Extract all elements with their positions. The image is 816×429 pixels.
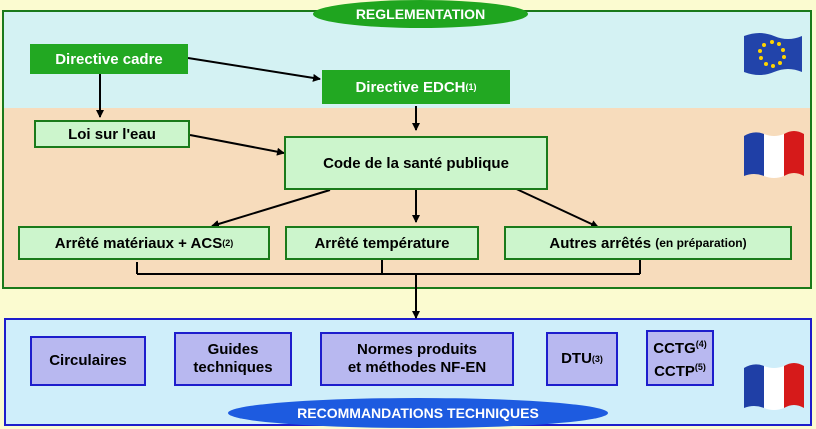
guides-label-line2: techniques: [193, 359, 273, 376]
guides-label-line1: Guides: [207, 341, 259, 358]
code-sante-label: Code de la santé publique: [323, 154, 509, 172]
directive-edch-note: (1): [465, 82, 477, 92]
arrete-materiaux-label: Arrêté matériaux + ACS: [54, 234, 223, 252]
circulaires-label: Circulaires: [49, 352, 127, 369]
regulation-title: REGLEMENTATION: [313, 0, 528, 28]
cctg-note: (4): [695, 339, 707, 349]
france-flag-icon: [742, 360, 806, 412]
circulaires-box: Circulaires: [30, 336, 146, 386]
autres-arretes-note: (en préparation): [655, 236, 747, 250]
directive-cadre-box: Directive cadre: [30, 44, 188, 74]
autres-arretes-label: Autres arrêtés: [549, 234, 652, 252]
recommendations-title-label: RECOMMANDATIONS TECHNIQUES: [297, 405, 539, 421]
autres-arretes-box: Autres arrêtés (en préparation): [504, 226, 792, 260]
eu-flag-icon: [740, 30, 804, 78]
loi-eau-box: Loi sur l'eau: [34, 120, 190, 148]
arrete-materiaux-box: Arrêté matériaux + ACS(2): [18, 226, 270, 260]
arrete-materiaux-note: (2): [222, 238, 234, 248]
guides-box: Guides techniques: [174, 332, 292, 386]
dtu-note: (3): [591, 354, 603, 364]
code-sante-box: Code de la santé publique: [284, 136, 548, 190]
normes-label-line2: et méthodes NF-EN: [347, 359, 487, 376]
france-flag-icon: [742, 128, 806, 180]
arrow-loi-to-code: [189, 134, 285, 156]
normes-label-line1: Normes produits: [356, 341, 477, 358]
arrete-temperature-label: Arrêté température: [314, 234, 450, 252]
arrete-temperature-box: Arrêté température: [285, 226, 479, 260]
cctp-note: (5): [694, 362, 706, 372]
cctg-cctp-box: CCTG(4) CCTP(5): [646, 330, 714, 386]
arrow-cadre-to-edch: [187, 57, 321, 82]
cctp-label: CCTP: [654, 363, 695, 380]
arrow-code-to-autres: [509, 185, 599, 228]
directive-edch-box: Directive EDCH(1): [322, 70, 510, 104]
regulation-title-label: REGLEMENTATION: [355, 6, 486, 22]
normes-box: Normes produits et méthodes NF-EN: [320, 332, 514, 386]
dtu-label: DTU: [561, 350, 592, 367]
cctg-label: CCTG: [653, 340, 696, 357]
loi-eau-label: Loi sur l'eau: [68, 125, 156, 143]
arrow-code-to-materiaux: [211, 189, 331, 228]
directive-cadre-label: Directive cadre: [55, 50, 163, 68]
recommendations-title: RECOMMANDATIONS TECHNIQUES: [228, 398, 608, 428]
dtu-box: DTU(3): [546, 332, 618, 386]
directive-edch-label: Directive EDCH: [355, 78, 466, 96]
